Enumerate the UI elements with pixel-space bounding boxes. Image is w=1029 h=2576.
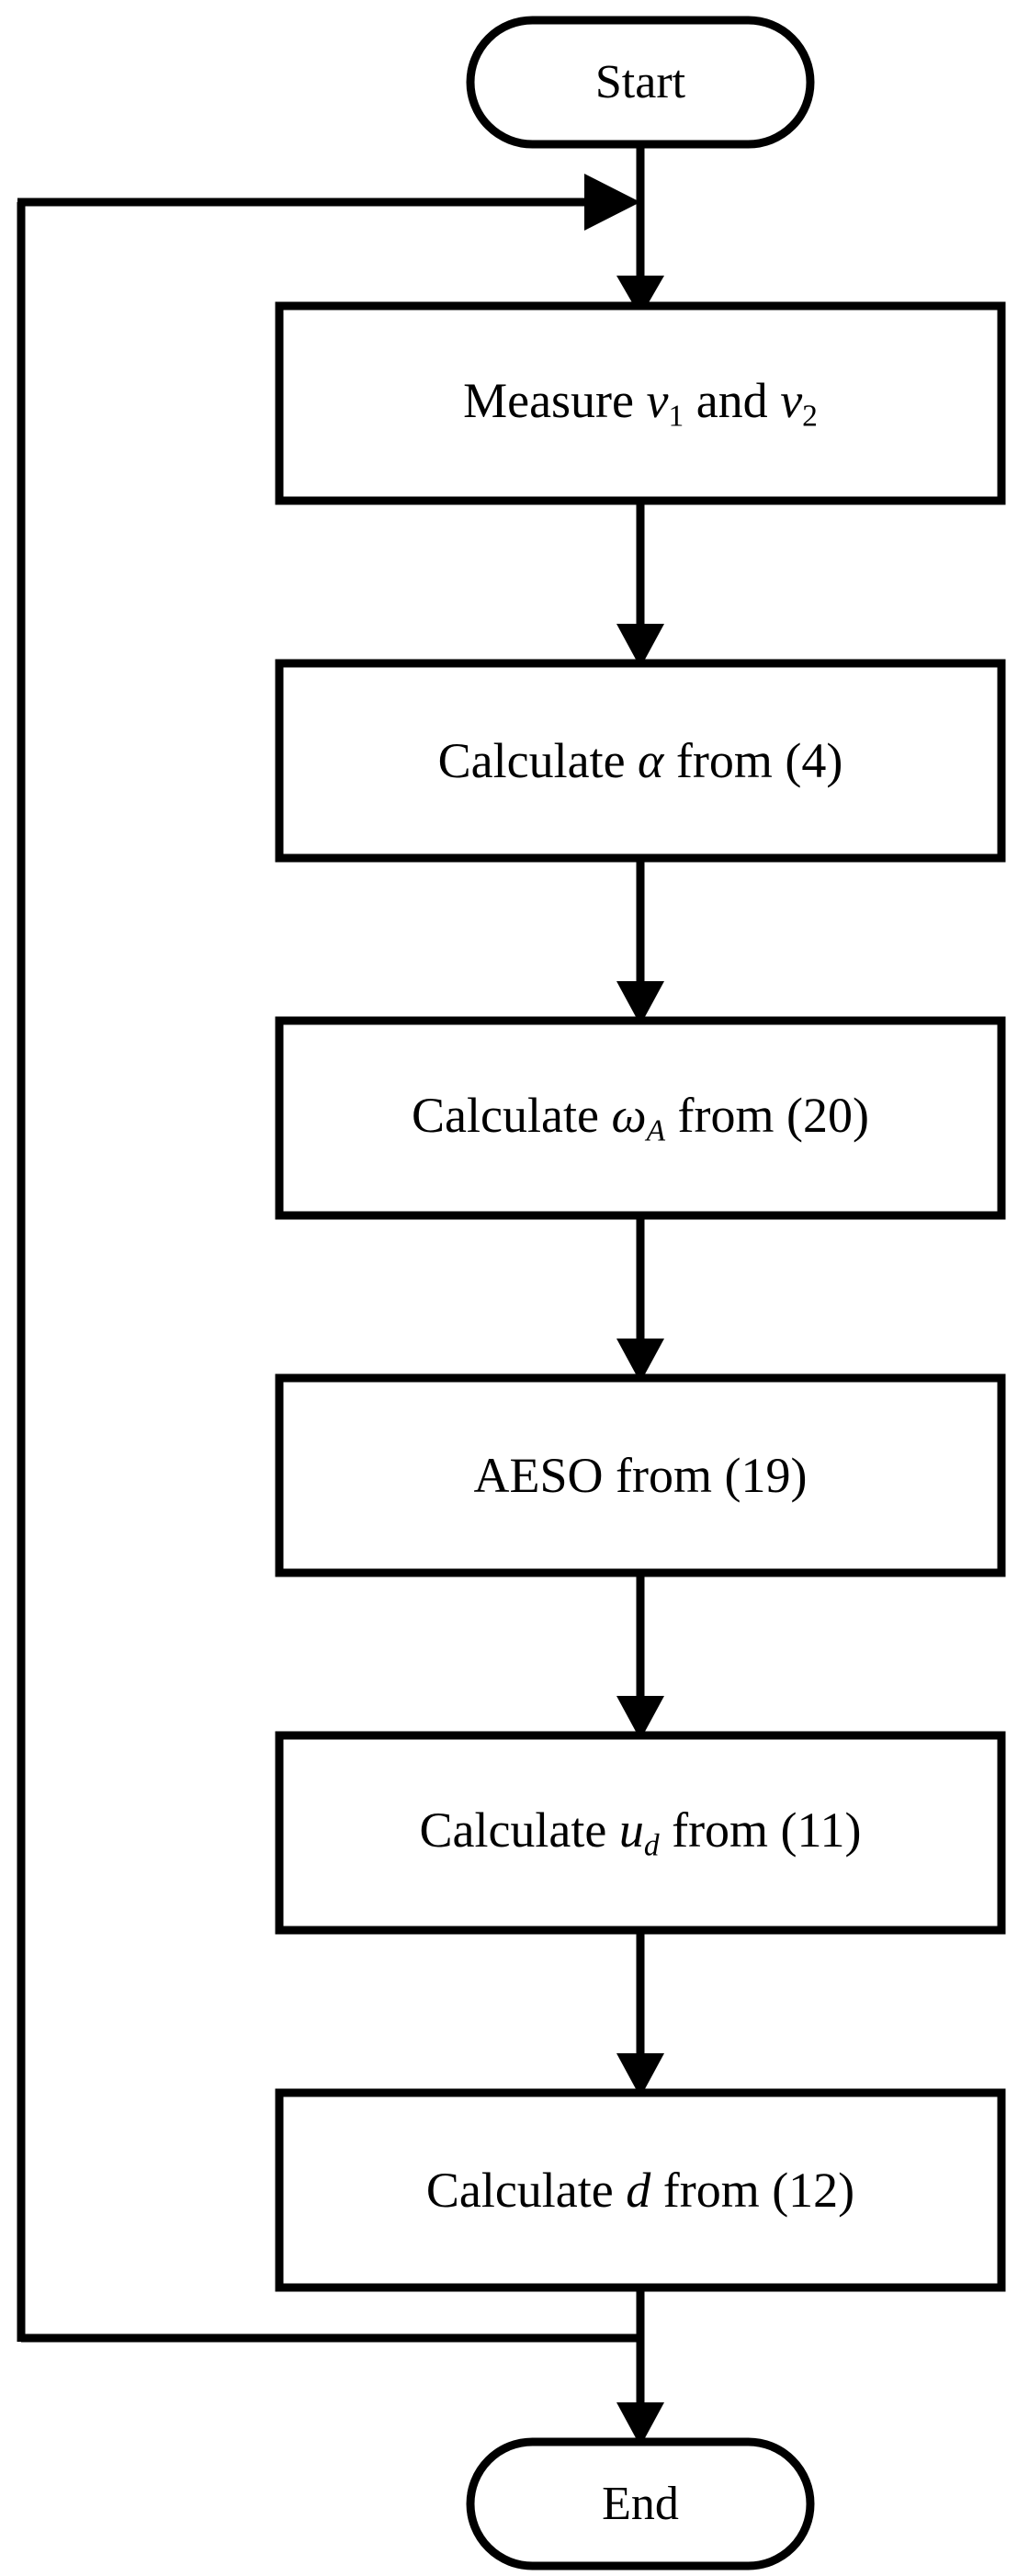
edge-feedback-loop — [17, 174, 644, 2343]
node-shape-calc-ud[interactable] — [275, 1731, 1006, 1935]
edge-calc-ud-to-calc-d — [616, 1930, 664, 2097]
node-shape-calc-d[interactable] — [275, 2088, 1006, 2292]
edge-calc-alpha-to-calc-omega — [616, 858, 664, 1025]
node-shape-group — [275, 16, 1006, 2570]
node-shape-measure[interactable] — [275, 301, 1006, 505]
edge-aeso-to-calc-ud — [616, 1573, 664, 1740]
edge-group — [17, 144, 664, 2446]
node-shape-aeso[interactable] — [275, 1373, 1006, 1577]
node-shape-start[interactable] — [466, 16, 815, 149]
edge-calc-omega-to-aeso — [616, 1215, 664, 1383]
node-shape-end[interactable] — [466, 2437, 815, 2570]
node-shape-calc-omega-a[interactable] — [275, 1016, 1006, 1220]
edge-calc-d-to-end — [616, 2288, 664, 2446]
node-shape-calc-alpha[interactable] — [275, 659, 1006, 863]
edge-start-to-measure — [616, 144, 664, 317]
edge-measure-to-calc-alpha — [616, 501, 664, 668]
